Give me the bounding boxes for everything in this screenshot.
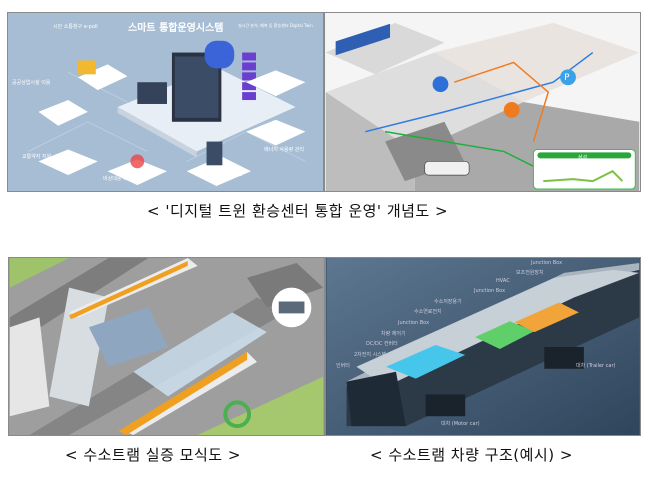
figure2-caption: < 수소트램 실증 모식도 > xyxy=(65,446,241,464)
label-emergency: 비상대응 대피 xyxy=(103,176,133,182)
smart-operation-illustration: 스마트 통합운영시스템 시민 소통창구 e-poll 공공상업시설 이용 교통약… xyxy=(7,12,324,192)
label-aux-power: 보조전원장치 xyxy=(516,270,544,276)
label-e-poll: 시민 소통창구 e-poll xyxy=(53,24,98,30)
hydrogen-tram-demo-illustration xyxy=(8,257,325,436)
label-digital-twin: 실시간 분석, 예측 등 환승센터 Digital Twin xyxy=(238,23,313,28)
figure1-caption: < '디지털 트윈 환승센터 통합 운영' 개념도 > xyxy=(147,202,449,220)
label-junction-box-top: Junction Box xyxy=(531,260,563,266)
figure3-caption: < 수소트램 차량 구조(예시) > xyxy=(370,446,573,464)
svg-text:P: P xyxy=(564,73,570,83)
label-mobility: 교통약자 지원 xyxy=(22,154,52,160)
smart-operation-artwork xyxy=(8,13,323,191)
label-battery-system: 2차전지 시스템 xyxy=(354,352,387,358)
label-commercial: 공공상업시설 이용 xyxy=(12,80,51,86)
transfer-center-illustration: P 삼성 xyxy=(324,12,641,192)
label-hydrogen-tank: 수소저장용기 xyxy=(434,299,462,305)
label-motor-bogie: 대차 (Motor car) xyxy=(441,421,480,427)
label-energy: 에너지 사용량 관리 xyxy=(264,147,304,153)
label-dcdc-converter: DC/DC 컨버터 xyxy=(366,341,398,347)
tram-demo-artwork xyxy=(9,258,324,435)
label-controller: 차량 제어기 xyxy=(381,331,406,337)
system-title: 스마트 통합운영시스템 xyxy=(128,23,224,34)
transfer-center-artwork: P xyxy=(325,13,640,191)
label-hvac: HVAC xyxy=(496,278,510,284)
label-trailer-bogie: 대차 (Trailer car) xyxy=(576,363,616,369)
label-transfer-info: 환승안내 정보 xyxy=(213,172,243,178)
station-name: 삼성 xyxy=(578,155,588,161)
hydrogen-tram-structure-illustration: Junction Box 보조전원장치 HVAC Junction Box 수소… xyxy=(325,257,641,436)
label-junction-box-low: Junction Box xyxy=(398,320,430,326)
label-inverter: 인버터 xyxy=(336,363,350,369)
label-junction-box-mid: Junction Box xyxy=(474,288,506,294)
tram-structure-artwork xyxy=(326,258,640,435)
label-fuel-cell: 수소연료전지 xyxy=(414,309,442,315)
